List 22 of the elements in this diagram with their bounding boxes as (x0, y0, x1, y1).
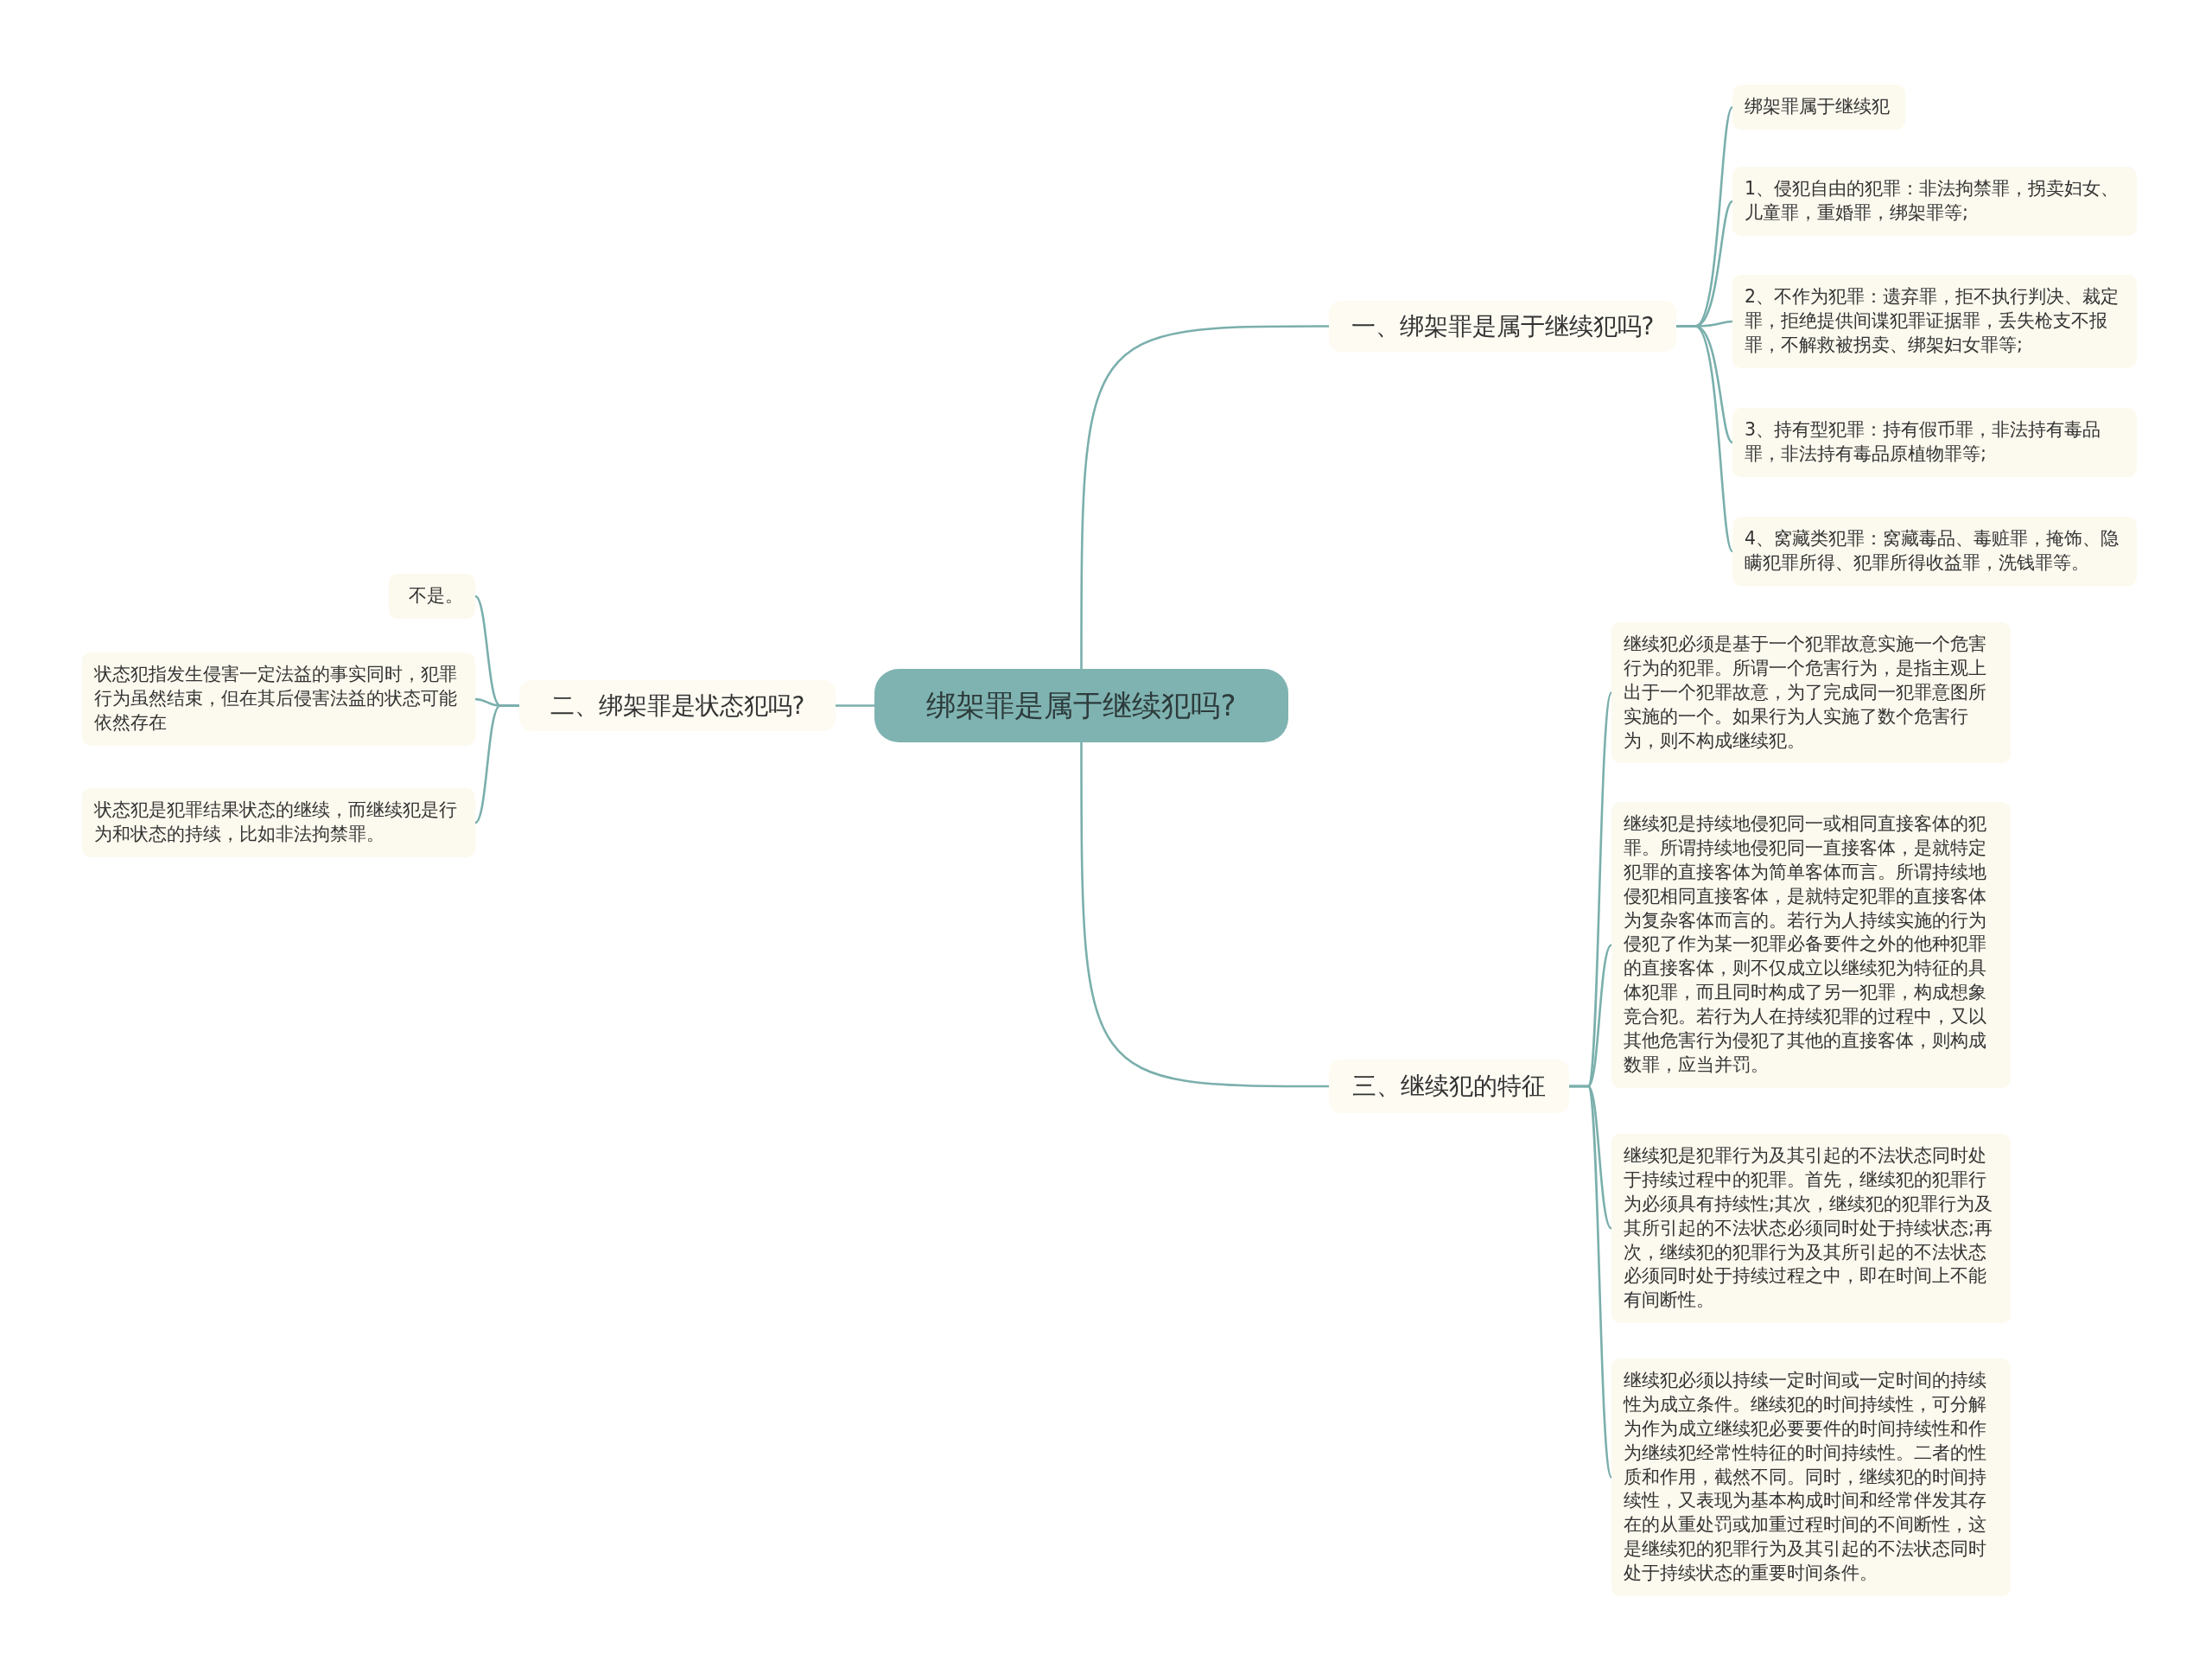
branch-topic: 二、绑架罪是状态犯吗? (519, 680, 836, 731)
leaf-topic: 状态犯是犯罪结果状态的继续，而继续犯是行为和状态的持续，比如非法拘禁罪。 (82, 788, 475, 857)
leaf-topic: 4、窝藏类犯罪：窝藏毒品、毒赃罪，掩饰、隐瞒犯罪所得、犯罪所得收益罪，洗钱罪等。 (1732, 517, 2137, 586)
leaf-topic: 1、侵犯自由的犯罪：非法拘禁罪，拐卖妇女、儿童罪，重婚罪，绑架罪等; (1732, 167, 2137, 236)
branch-topic: 三、继续犯的特征 (1329, 1060, 1569, 1113)
leaf-topic: 继续犯是犯罪行为及其引起的不法状态同时处于持续过程中的犯罪。首先，继续犯的犯罪行为必须具有持续性;其次，继续犯的犯罪行为及其所引起的不法状态必须同时处于持续状态;再次，继续犯的犯罪行为及其所引起的不法状态必须同时处于持续过程之中，即在时间上不能有间断性。 (1611, 1134, 2011, 1324)
leaf-topic: 继续犯必须是基于一个犯罪故意实施一个危害行为的犯罪。所谓一个危害行为，是指主观上出于一个犯罪故意，为了完成同一犯罪意图所实施的一个。如果行为人实施了数个危害行为，则不构成继续犯。 (1611, 622, 2011, 764)
leaf-topic: 继续犯必须以持续一定时间或一定时间的持续性为成立条件。继续犯的时间持续性，可分解为作为成立继续犯必要要件的时间持续性和作为继续犯经常性特征的时间持续性。二者的性质和作用，截然不同。同时，继续犯的时间持续性，又表现为基本构成时间和经常伴发其存在的从重处罚或加重过程时间的不间断性，这是继续犯的犯罪行为及其引起的不法状态同时处于持续状态的重要时间条件。 (1611, 1359, 2011, 1596)
branch-topic: 一、绑架罪是属于继续犯吗? (1329, 301, 1676, 352)
connector-line (1676, 325, 1734, 552)
connector-line (836, 704, 874, 707)
leaf-topic: 3、持有型犯罪：持有假币罪，非法持有毒品罪，非法持有毒品原植物罪等; (1732, 408, 2137, 477)
leaf-topic: 继续犯是持续地侵犯同一或相同直接客体的犯罪。所谓持续地侵犯同一直接客体，是就特定犯罪的直接客体为简单客体而言。所谓持续地侵犯相同直接客体，是就特定犯罪的直接客体为复杂客体而言的。若行为人持续实施的行为侵犯了作为某一犯罪必备要件之外的他种犯罪的直接客体，则不仅成立以继续犯为特征的具体犯罪，而且同时构成了另一犯罪，构成想象竞合犯。若行为人在持续犯罪的过程中，又以其他危害行为侵犯了其他的直接客体，则构成数罪，应当并罚。 (1611, 802, 2011, 1088)
leaf-topic: 不是。 (389, 574, 475, 619)
connector-line (1080, 325, 1329, 669)
leaf-topic: 绑架罪属于继续犯 (1732, 85, 1905, 130)
leaf-topic: 2、不作为犯罪：遗弃罪，拒不执行判决、裁定罪，拒绝提供间谍犯罪证据罪，丢失枪支不报罪，不解救被拐卖、绑架妇女罪等; (1732, 275, 2137, 368)
leaf-topic: 状态犯指发生侵害一定法益的事实同时，犯罪行为虽然结束，但在其后侵害法益的状态可能依然存在 (82, 652, 475, 746)
connector-line (1080, 742, 1329, 1088)
central-topic: 绑架罪是属于继续犯吗? (874, 669, 1288, 742)
connector-line (1569, 1085, 1613, 1478)
connector-line (474, 704, 519, 824)
